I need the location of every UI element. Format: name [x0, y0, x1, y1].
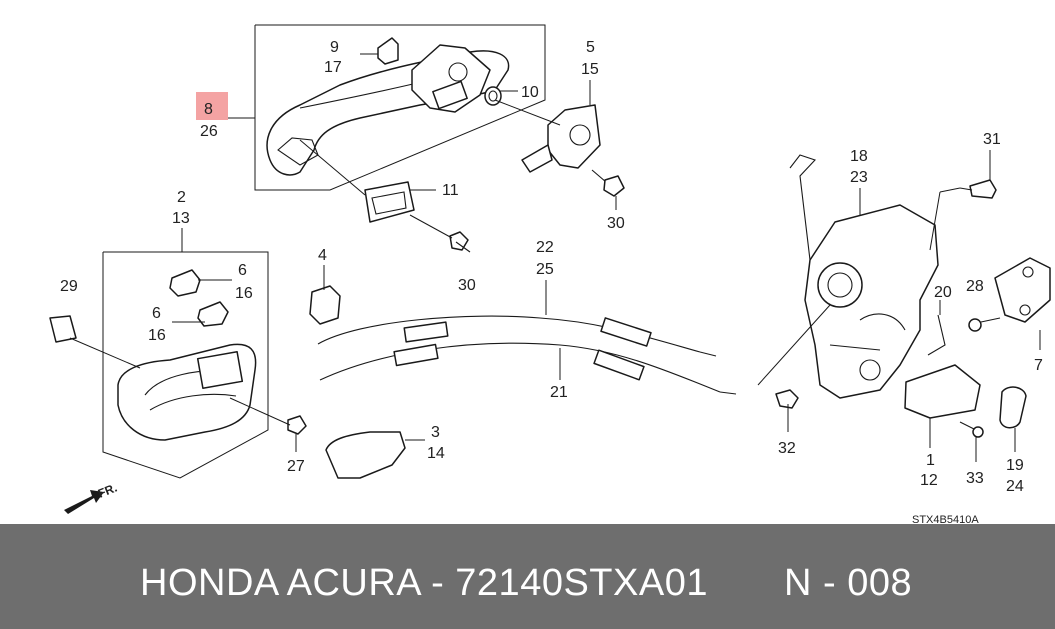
label-5: 5	[586, 39, 595, 56]
label-17: 17	[324, 59, 342, 76]
label-28: 28	[966, 278, 984, 295]
label-25: 25	[536, 261, 554, 278]
bracket-part-5	[521, 104, 601, 173]
bolt-part-32	[775, 389, 799, 409]
label-6a: 6	[238, 262, 247, 279]
screw-part-28	[968, 317, 1001, 332]
label-22: 22	[536, 239, 554, 256]
label-2: 2	[177, 189, 186, 206]
label-30-lower: 30	[458, 277, 476, 294]
label-29: 29	[60, 278, 78, 295]
label-32: 32	[778, 440, 796, 457]
label-1: 1	[926, 452, 935, 469]
label-16b: 16	[148, 327, 166, 344]
footer-title: HONDA ACURA - 72140STXA01	[140, 562, 708, 604]
label-10: 10	[521, 84, 539, 101]
label-19: 19	[1006, 457, 1024, 474]
grommet-part-10	[484, 86, 502, 106]
front-arrow-label: FR.	[96, 481, 119, 501]
label-21: 21	[550, 384, 568, 401]
label-12: 12	[920, 472, 938, 489]
bracket-part-4	[309, 285, 341, 325]
label-13: 13	[172, 210, 190, 227]
label-33: 33	[966, 470, 984, 487]
label-23: 23	[850, 169, 868, 186]
rod-part-20	[927, 314, 946, 356]
cable-part-21	[319, 342, 721, 393]
front-arrow: FR.	[64, 481, 119, 514]
cover-part-1	[904, 364, 981, 419]
label-11: 11	[442, 182, 459, 199]
inside-handle-group	[102, 251, 269, 479]
clip-part-9	[377, 37, 399, 65]
label-7: 7	[1034, 357, 1043, 374]
label-18: 18	[850, 148, 868, 165]
screw-part-27	[287, 415, 307, 435]
label-26: 26	[200, 123, 218, 140]
handle-base-part	[411, 44, 491, 113]
clip-part-29	[49, 315, 77, 343]
diagram-code: STX4B5410A	[912, 514, 979, 524]
label-15: 15	[581, 61, 599, 78]
label-16a: 16	[235, 285, 253, 302]
footer-bar: HONDA ACURA - 72140STXA01 N - 008	[0, 524, 1055, 629]
clip-part-6b	[197, 301, 229, 327]
clip-part-6a	[169, 269, 201, 297]
inside-handle-box	[102, 251, 269, 479]
label-8: 8	[204, 101, 213, 118]
label-24: 24	[1006, 478, 1024, 495]
outside-handle-group	[254, 24, 546, 253]
footer-code: N - 008	[784, 562, 913, 604]
bolt-30-upper	[591, 169, 625, 197]
highlight-box	[196, 92, 228, 120]
label-30-upper: 30	[607, 215, 625, 232]
label-14: 14	[427, 445, 445, 462]
plate-part-11	[364, 181, 415, 223]
label-27: 27	[287, 458, 305, 475]
cable-assemblies	[317, 315, 737, 395]
bolt-part-31	[959, 179, 997, 199]
label-3: 3	[431, 424, 440, 441]
front-arrow-icon	[64, 490, 104, 514]
label-4: 4	[318, 247, 327, 264]
part-labels: 8 26 9 17 10 5 15 11 30 30 2 13 6 16 6 1…	[60, 39, 1043, 495]
latch-part-18	[789, 154, 939, 399]
label-20: 20	[934, 284, 952, 301]
label-6b: 6	[152, 305, 161, 322]
cover-part-3	[325, 431, 406, 479]
pad-part-19	[999, 386, 1027, 429]
striker-part-7	[994, 257, 1051, 323]
outside-handle-box	[254, 24, 546, 191]
bolt-30-lower	[449, 231, 471, 253]
label-9: 9	[330, 39, 339, 56]
label-31: 31	[983, 131, 1001, 148]
parts-diagram: 8 26 9 17 10 5 15 11 30 30 2 13 6 16 6 1…	[49, 24, 1051, 524]
leader-lines	[69, 53, 1041, 462]
screw-part-33	[959, 421, 984, 438]
